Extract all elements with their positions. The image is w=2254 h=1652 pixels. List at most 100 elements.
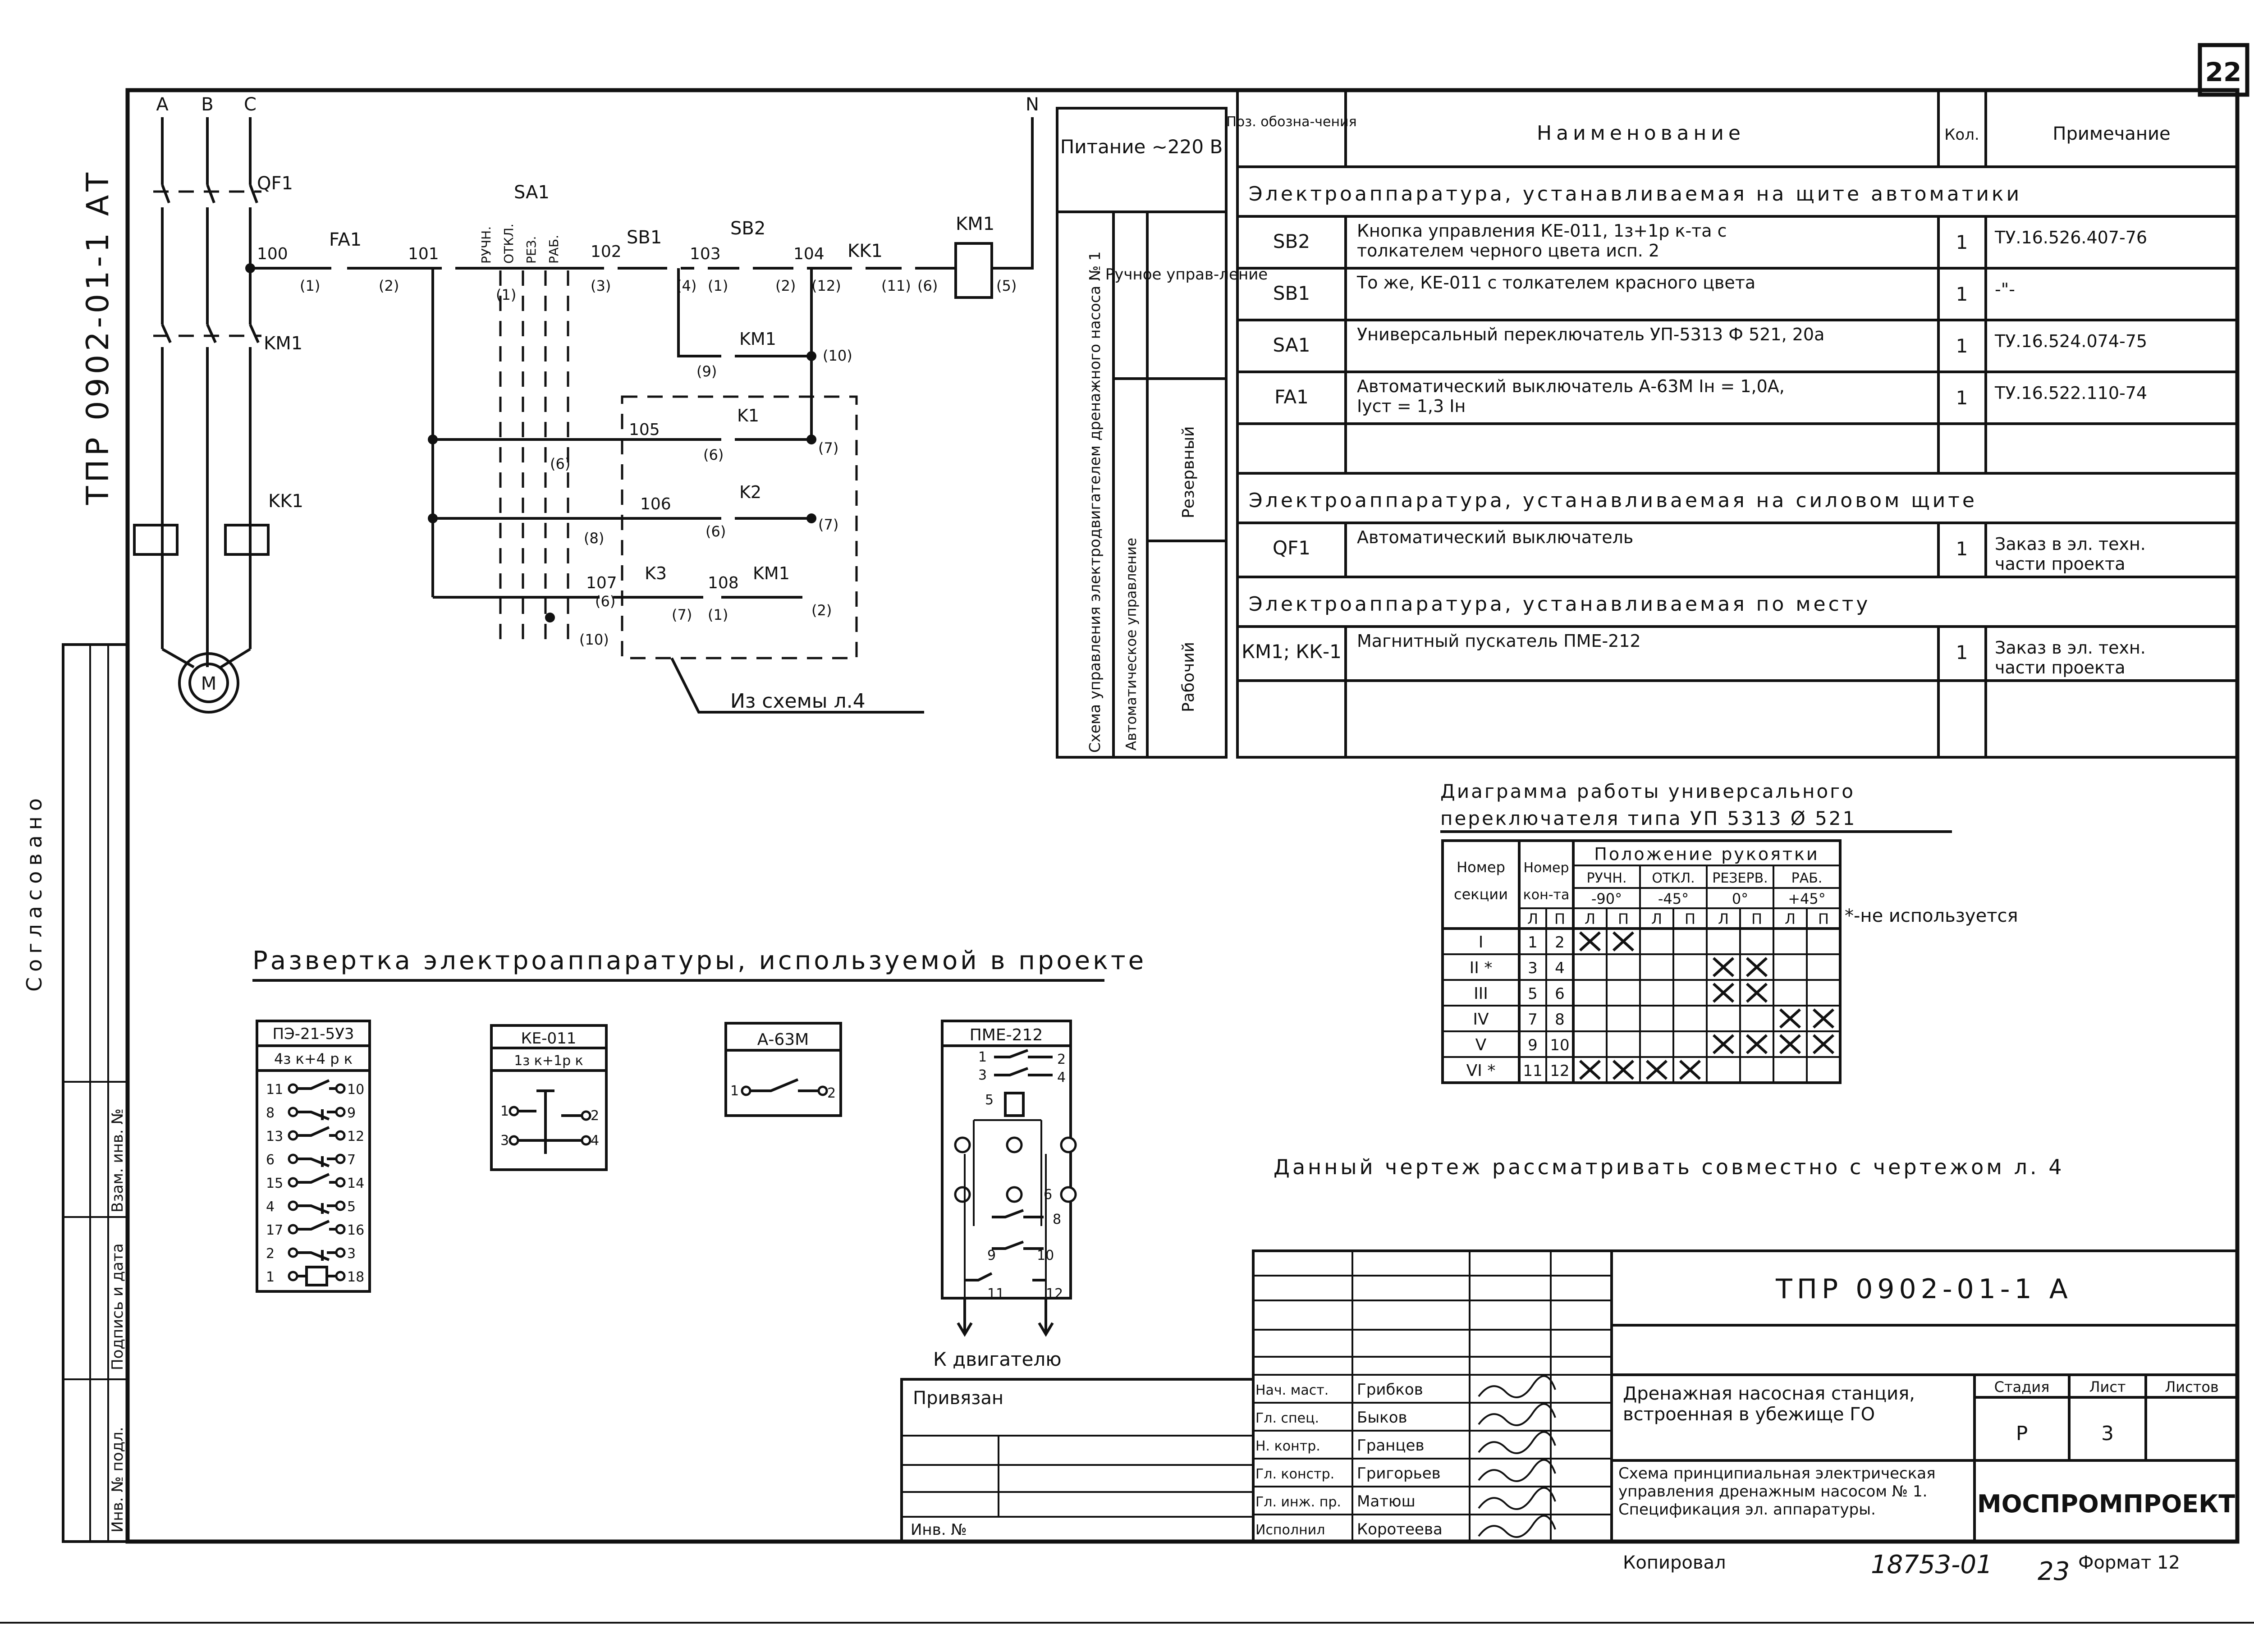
spec-note: ТУ.16.524.074-75 (1994, 331, 2147, 351)
pe21-pin-left: 8 (266, 1105, 275, 1121)
pe21-terminal (288, 1247, 298, 1258)
term-kk1-6: (6) (917, 277, 938, 294)
km1-coil-label: KM1 (956, 214, 994, 234)
diagram-c1: 9 (1528, 1036, 1538, 1054)
pe21-terminal (288, 1177, 298, 1188)
pe21-pin-left: 2 (266, 1246, 275, 1262)
pme212-contact (994, 1049, 1053, 1058)
spec-section-title: Электроаппаратура, устанавливаемая на щи… (1249, 183, 2022, 206)
side-code: ТПР 0902-01-1 АТ (80, 169, 116, 505)
diagram-x-mark (1612, 931, 1635, 952)
pme212-contact (965, 1272, 1046, 1281)
qf1-label: QF1 (257, 173, 293, 194)
diagram-c2: 6 (1555, 985, 1565, 1003)
spec-pos: SA1 (1273, 334, 1310, 356)
diagram-lp: П (1751, 911, 1762, 928)
a63m-pin2: 2 (827, 1085, 836, 1101)
k3-label: K3 (645, 563, 667, 583)
pe21-terminal (288, 1130, 298, 1141)
ke011-pin4: 4 (591, 1133, 599, 1149)
bound-label: Привязан (913, 1388, 1003, 1409)
pe21-terminal (288, 1083, 298, 1094)
pme212-pin: 2 (1057, 1052, 1066, 1067)
sb1-label: SB1 (627, 227, 662, 248)
term-km1-9: (9) (696, 363, 717, 380)
stamp-object: встроенная в убежище ГО (1623, 1404, 1875, 1425)
pe21-terminal (335, 1107, 346, 1117)
pe21-pin-right: 9 (347, 1105, 356, 1121)
diagram-lp: Л (1785, 911, 1796, 928)
stamp-person: Быков (1357, 1409, 1407, 1427)
pe21-terminal (335, 1247, 346, 1258)
diagram-h-contact: Номер (1523, 860, 1569, 876)
pme212-pin: 9 (987, 1248, 996, 1263)
pe21-pin-left: 11 (266, 1082, 283, 1098)
stamp-sheet-title: Спецификация эл. аппаратуры. (1618, 1501, 1876, 1519)
diagram-lp: Л (1651, 911, 1662, 928)
diagram-x-mark (1779, 1034, 1801, 1054)
mode-reserve: Резервный (1179, 426, 1198, 518)
pe21-terminal (288, 1200, 298, 1211)
format-label: Формат 12 (2078, 1552, 2180, 1573)
ke011-button: КЕ-011 1з к+1р к 1 2 3 4 (490, 1024, 608, 1171)
diagram-sec: II * (1470, 959, 1493, 977)
spec-pos: КМ1; КК-1 (1242, 641, 1342, 663)
stamp-sheet-title: Схема принципиальная электрическая (1618, 1464, 1936, 1483)
from-scheme-note: Из схемы л.4 (730, 690, 866, 713)
term-km1-5: (5) (996, 277, 1017, 294)
stamp-role: Нач. маст. (1255, 1382, 1329, 1398)
wire-104: 104 (793, 245, 825, 263)
spec-qty: 1 (1956, 538, 1968, 560)
stage-value: Р (2016, 1422, 2028, 1445)
pe21-pin-right: 3 (347, 1246, 356, 1262)
stamp-signature (1478, 1431, 1556, 1454)
wire-103: 103 (690, 245, 721, 263)
diagram-c1: 1 (1528, 934, 1538, 952)
sb2-label: SB2 (730, 218, 765, 239)
term-k2-7: (7) (818, 516, 838, 533)
stamp-signature (1478, 1459, 1556, 1482)
term-108-1: (1) (708, 606, 728, 623)
pe21-terminal (335, 1224, 346, 1235)
pe21-pin-left: 15 (266, 1176, 283, 1191)
pme212-pin: 6 (1044, 1187, 1052, 1203)
sign-date-label: Подпись и дата (109, 1243, 127, 1370)
diagram-h-position: Положение рукоятки (1594, 844, 1819, 864)
diagram-note: *-не используется (1845, 906, 2018, 926)
pme212-heater (1060, 1186, 1077, 1203)
spec-pos: QF1 (1273, 537, 1310, 559)
diagram-lp: Л (1585, 911, 1595, 928)
pme212-name: ПМЕ-212 (970, 1026, 1043, 1044)
power-circuit: A B C QF1 KM1 KK1 M (133, 94, 303, 714)
diagram-lp: П (1818, 911, 1829, 928)
sheets-header: Листов (2165, 1378, 2219, 1396)
pe21-terminal (288, 1107, 298, 1117)
pme212-pin: 1 (978, 1049, 987, 1065)
pe21-contact (297, 1220, 336, 1231)
spec-note: части проекта (1995, 554, 2126, 574)
diagram-lp: П (1554, 911, 1565, 928)
pe21-pin-left: 1 (266, 1269, 275, 1285)
term-km1-10: (10) (823, 347, 852, 364)
term-sb1-3: (3) (591, 277, 611, 294)
pe21-terminal (288, 1271, 298, 1281)
diagram-position: РЕЗЕРВ. (1712, 870, 1768, 886)
diagram-x-mark (1745, 957, 1768, 977)
diagram-c2: 10 (1550, 1036, 1569, 1054)
term-k3-7: (7) (672, 606, 692, 623)
stamp-signature (1478, 1403, 1556, 1426)
diagram-frame (1441, 839, 1842, 1084)
pe21-pin-right: 7 (347, 1152, 356, 1168)
diagram-c1: 7 (1528, 1011, 1538, 1029)
pe21-pin-right: 5 (347, 1199, 356, 1215)
org-name: МОСПРОМПРОЕКТ (1977, 1490, 2235, 1518)
diagram-sec: V (1475, 1036, 1487, 1054)
term-kk1-11: (11) (881, 277, 911, 294)
spec-name: Автоматический выключатель А-63М Iн = 1,… (1357, 376, 1785, 396)
pe21-name: ПЭ-21-5У3 (272, 1025, 354, 1043)
spec-note: ТУ.16.526.407-76 (1994, 228, 2147, 247)
spec-note: части проекта (1995, 658, 2126, 677)
phase-b: B (201, 94, 213, 115)
